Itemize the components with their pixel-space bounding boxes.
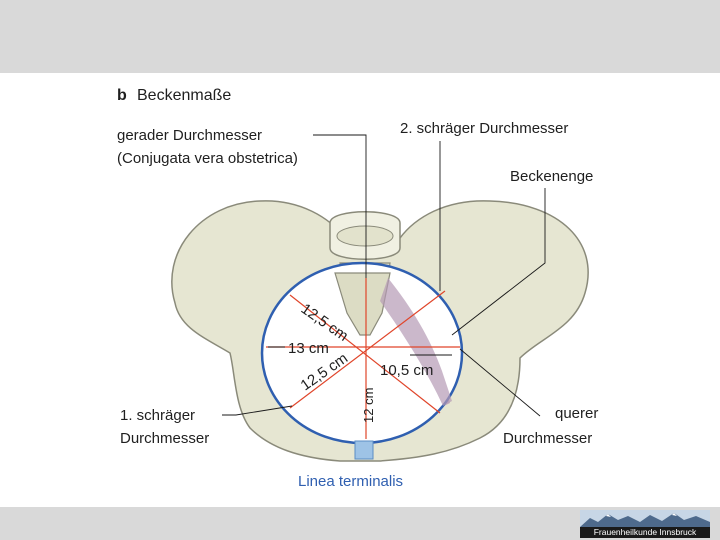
label-gerader-line2: (Conjugata vera obstetrica)	[117, 150, 298, 167]
label-beckenenge: Beckenenge	[510, 168, 593, 185]
label-gerader-line1: gerader Durchmesser	[117, 127, 262, 144]
meas-vertical: 12 cm	[361, 388, 376, 423]
meas-transverse-right: 10,5 cm	[380, 362, 433, 379]
leader-querer	[459, 348, 541, 417]
label-querer-line2: Durchmesser	[503, 430, 592, 447]
label-linea-terminalis: Linea terminalis	[298, 473, 403, 490]
label-schraeg1-line2: Durchmesser	[120, 430, 209, 447]
logo-text: Frauenheilkunde Innsbruck	[580, 527, 710, 538]
leader-schraeg1	[222, 405, 293, 416]
oblique-line-1	[289, 294, 441, 414]
meas-transverse-left: 13 cm	[288, 340, 329, 357]
measurement-lines	[266, 278, 460, 439]
figure-title-prefix: b	[117, 87, 127, 104]
pelvis-diagram: b Beckenmaße gerader Durchmesser (Conjug…	[0, 73, 720, 507]
sacral-promontory	[334, 272, 391, 336]
label-querer-line1: querer	[555, 405, 598, 422]
symphysis	[354, 440, 374, 460]
top-band	[0, 0, 720, 73]
leader-gerader	[313, 134, 367, 278]
institution-logo: Frauenheilkunde Innsbruck	[580, 510, 710, 538]
label-schraeg1-line1: 1. schräger	[120, 407, 195, 424]
black-arrows	[268, 346, 452, 356]
vertebral-body	[336, 225, 394, 247]
figure-title: Beckenmaße	[137, 87, 231, 104]
leader-lines	[222, 134, 546, 417]
leader-beckenenge	[451, 188, 546, 336]
oblique-line-2	[289, 290, 446, 409]
ligament-overlay	[380, 278, 452, 406]
pelvis-drawing: b Beckenmaße gerader Durchmesser (Conjug…	[117, 87, 598, 490]
label-schraeg2: 2. schräger Durchmesser	[400, 120, 568, 137]
mountain-panorama-icon	[580, 510, 710, 527]
